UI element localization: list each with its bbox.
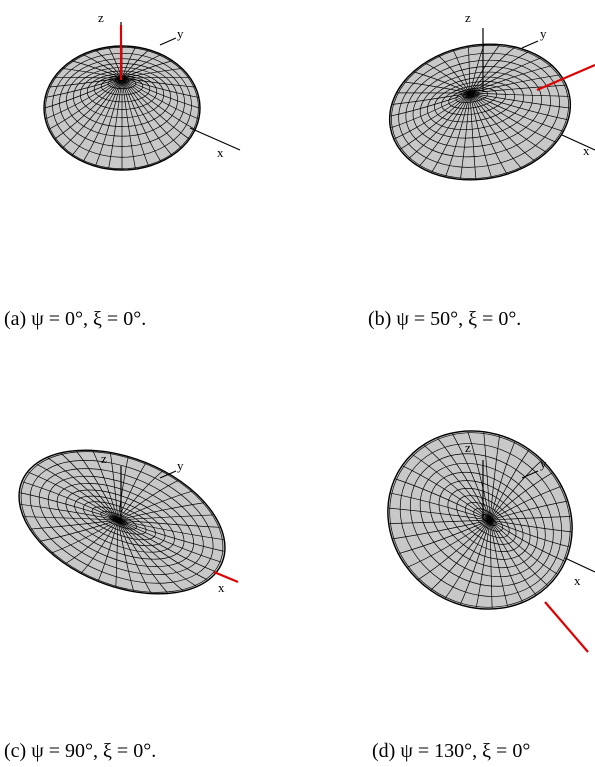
red-axis-d [544, 601, 589, 653]
y-axis-d [521, 470, 539, 479]
caption-c: (c) ψ = 90°, ξ = 0°. [4, 740, 157, 762]
y-axis-c [159, 470, 177, 479]
ellipsoid-plot-b: z y x [388, 10, 595, 181]
x-axis-a [189, 127, 241, 151]
ellipsoid-plot-a: z y x [43, 10, 241, 171]
ellipsoid-surface-d [387, 430, 573, 610]
caption-b: (b) ψ = 50°, ξ = 0°. [368, 308, 522, 330]
z-label-c: z [101, 451, 107, 466]
y-axis-a [159, 37, 177, 46]
ellipsoid-surface-a [43, 45, 201, 171]
ellipsoid-surface-b [388, 43, 572, 181]
y-label-d: y [540, 456, 547, 471]
y-label-c: y [177, 458, 184, 473]
caption-d: (d) ψ = 130°, ξ = 0° [372, 740, 531, 762]
x-axis-b [561, 134, 595, 151]
subfigure-c: z y x (c) ψ = 90°, ξ = 0°. [0, 430, 290, 767]
x-label-d: x [574, 573, 581, 588]
subfigure-a: z y x (a) ψ = 0°, ξ = 0°. [0, 0, 290, 330]
red-axis-b [536, 63, 595, 92]
y-label-a: y [177, 26, 184, 41]
red-axis-c [213, 570, 239, 584]
subfigure-d: z y x (d) ψ = 130°, ξ = 0° [290, 430, 595, 767]
x-label-b: x [583, 143, 590, 158]
z-label-b: z [465, 10, 471, 25]
x-axis-d [564, 557, 595, 573]
y-axis-b [521, 40, 539, 49]
x-label-c: x [218, 580, 225, 595]
subfigure-b: z y x (b) ψ = 50°, ξ = 0°. [290, 0, 595, 330]
z-label-a: z [98, 10, 104, 25]
caption-a: (a) ψ = 0°, ξ = 0°. [4, 308, 147, 330]
ellipsoid-plot-d: z y x [387, 430, 595, 653]
y-label-b: y [540, 26, 547, 41]
ellipsoid-plot-c: z y x [18, 449, 239, 595]
ellipsoid-surface-c [18, 449, 226, 595]
z-label-d: z [465, 440, 471, 455]
x-label-a: x [217, 145, 224, 160]
